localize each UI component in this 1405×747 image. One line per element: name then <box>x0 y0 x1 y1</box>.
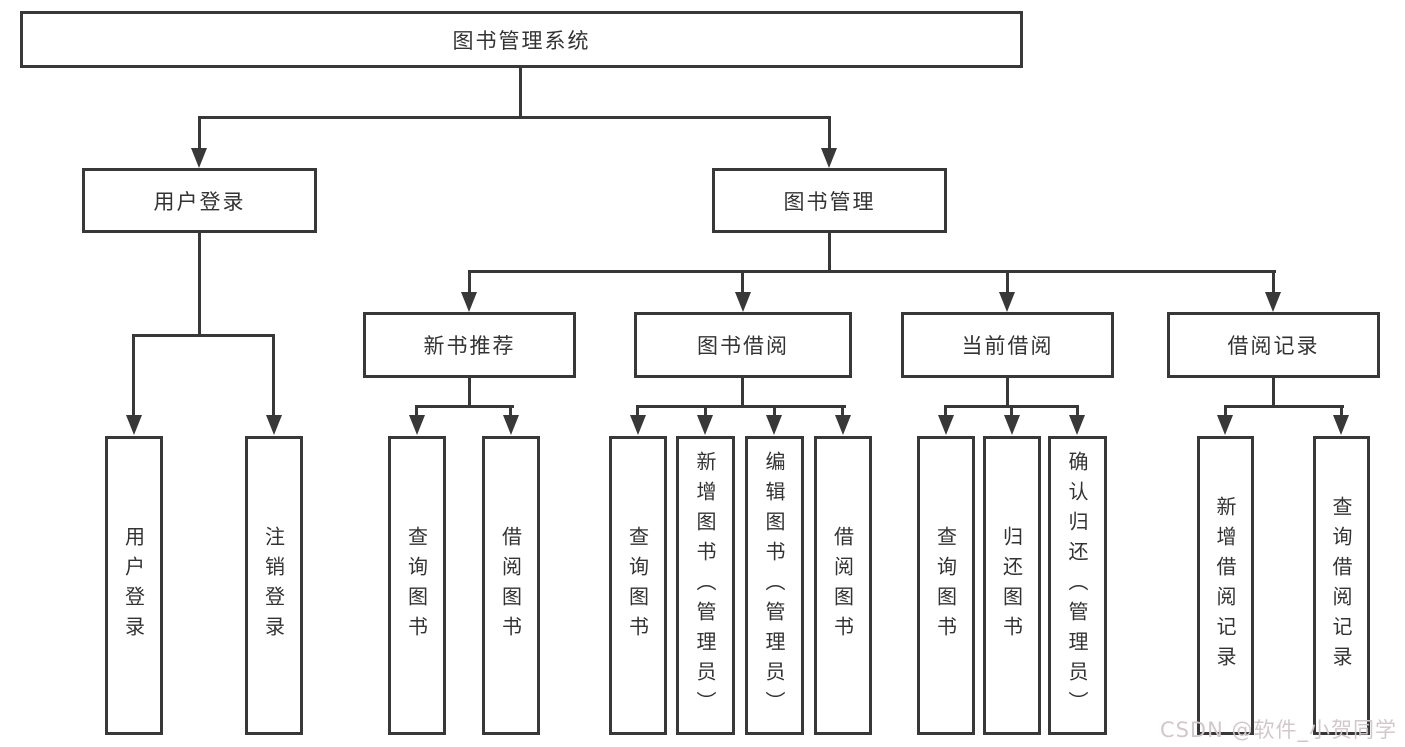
leaf-label: 查询图书 <box>404 525 429 646</box>
node-book-borrowing: 图书借阅 <box>634 312 852 378</box>
connector-drop <box>704 405 707 417</box>
csdn-watermark: CSDN @软件_小贺同学 <box>1159 718 1397 742</box>
connector-user-login-drop <box>198 116 201 149</box>
leaf-edit-books-admin: 编辑图书（管理员） <box>745 436 804 735</box>
connector-drop <box>841 405 844 417</box>
leaf-query-borrow-record: 查询借阅记录 <box>1313 436 1370 735</box>
connector-branch <box>636 405 846 408</box>
arrowhead-user-login <box>191 148 207 168</box>
leaf-query-books-recommend: 查询图书 <box>388 436 446 735</box>
connector-drop <box>509 405 512 417</box>
connector-user-login-stem <box>198 231 201 337</box>
arrowhead-leaf <box>766 415 782 435</box>
leaf-label: 新增借阅记录 <box>1213 495 1237 676</box>
arrowhead-book-mgmt <box>821 148 837 168</box>
leaf-add-books-admin: 新增图书（管理员） <box>676 436 735 735</box>
connector-drop <box>415 405 418 417</box>
leaf-user-login: 用户登录 <box>105 436 163 735</box>
leaf-label: 注销登录 <box>261 525 286 646</box>
leaf-query-books-borrow: 查询图书 <box>609 436 667 735</box>
connector-current-borrow-stem <box>1006 376 1009 407</box>
leaf-add-borrow-record: 新增借阅记录 <box>1197 436 1254 735</box>
connector-branch <box>1224 405 1344 408</box>
connector-new-book-rec-stem <box>468 376 471 407</box>
connector-level2-branch <box>198 116 831 119</box>
connector-drop <box>636 405 639 417</box>
leaf-label: 查询图书 <box>933 525 958 646</box>
arrowhead-leaf <box>1333 415 1349 435</box>
leaf-label: 新增图书（管理员） <box>693 450 717 721</box>
connector-drop <box>773 405 776 417</box>
connector-drop <box>272 334 275 416</box>
arrowhead-new-book-rec <box>461 292 477 312</box>
leaf-label: 归还图书 <box>999 525 1024 646</box>
leaf-label: 借阅图书 <box>830 525 855 646</box>
arrowhead-leaf <box>938 415 954 435</box>
arrowhead-leaf <box>503 415 519 435</box>
connector-root-stem <box>519 66 522 119</box>
leaf-label: 借阅图书 <box>498 525 523 646</box>
connector-book-mgmt-drop <box>828 116 831 149</box>
connector-book-borrow-stem <box>741 376 744 407</box>
arrowhead-leaf <box>835 415 851 435</box>
node-library-management-system: 图书管理系统 <box>20 11 1023 68</box>
leaf-confirm-return-admin: 确认归还（管理员） <box>1048 436 1107 735</box>
leaf-return-books: 归还图书 <box>983 436 1041 735</box>
connector-branch <box>415 405 514 408</box>
arrowhead-current-borrow <box>999 292 1015 312</box>
connector-drop <box>944 405 947 417</box>
leaf-label: 编辑图书（管理员） <box>762 450 786 721</box>
node-label: 用户登录 <box>153 189 246 214</box>
connector-user-login-branch <box>132 334 275 337</box>
arrowhead-book-borrow <box>735 292 751 312</box>
arrowhead-leaf <box>1069 415 1085 435</box>
node-user-login: 用户登录 <box>82 168 317 233</box>
connector-drop <box>1340 405 1343 417</box>
connector-drop <box>1076 405 1079 417</box>
connector-level3-branch <box>468 270 1276 273</box>
arrowhead-leaf <box>697 415 713 435</box>
arrowhead-leaf <box>409 415 425 435</box>
connector-drop <box>1010 405 1013 417</box>
node-label: 图书管理系统 <box>452 28 591 53</box>
connector-drop <box>741 270 744 294</box>
leaf-label: 查询图书 <box>625 525 650 646</box>
node-label: 当前借阅 <box>961 334 1054 358</box>
arrowhead-leaf <box>630 415 646 435</box>
node-borrowing-records: 借阅记录 <box>1167 312 1380 378</box>
connector-borrow-record-stem <box>1272 376 1275 407</box>
leaf-query-books-current: 查询图书 <box>917 436 975 735</box>
node-label: 图书管理 <box>783 189 876 214</box>
node-book-management: 图书管理 <box>712 168 947 233</box>
node-label: 借阅记录 <box>1227 334 1320 358</box>
arrowhead-leaf-logout <box>266 415 282 435</box>
arrowhead-leaf <box>1004 415 1020 435</box>
connector-drop <box>1272 270 1275 294</box>
node-label: 图书借阅 <box>697 334 789 358</box>
node-new-book-recommendation: 新书推荐 <box>363 312 576 378</box>
leaf-label: 查询借阅记录 <box>1329 495 1353 676</box>
arrowhead-leaf <box>1217 415 1233 435</box>
connector-drop <box>1224 405 1227 417</box>
leaf-label: 用户登录 <box>121 525 146 646</box>
connector-drop <box>132 334 135 416</box>
leaf-borrow-books-recommend: 借阅图书 <box>482 436 540 735</box>
node-label: 新书推荐 <box>423 334 516 358</box>
arrowhead-leaf-user-login <box>126 415 142 435</box>
node-current-borrowing: 当前借阅 <box>901 312 1114 378</box>
connector-drop <box>468 270 471 294</box>
leaf-label: 确认归还（管理员） <box>1065 450 1089 721</box>
leaf-logout: 注销登录 <box>245 436 303 735</box>
connector-book-mgmt-stem <box>828 231 831 273</box>
connector-drop <box>1006 270 1009 294</box>
leaf-borrow-books: 借阅图书 <box>814 436 872 735</box>
arrowhead-borrow-record <box>1265 292 1281 312</box>
